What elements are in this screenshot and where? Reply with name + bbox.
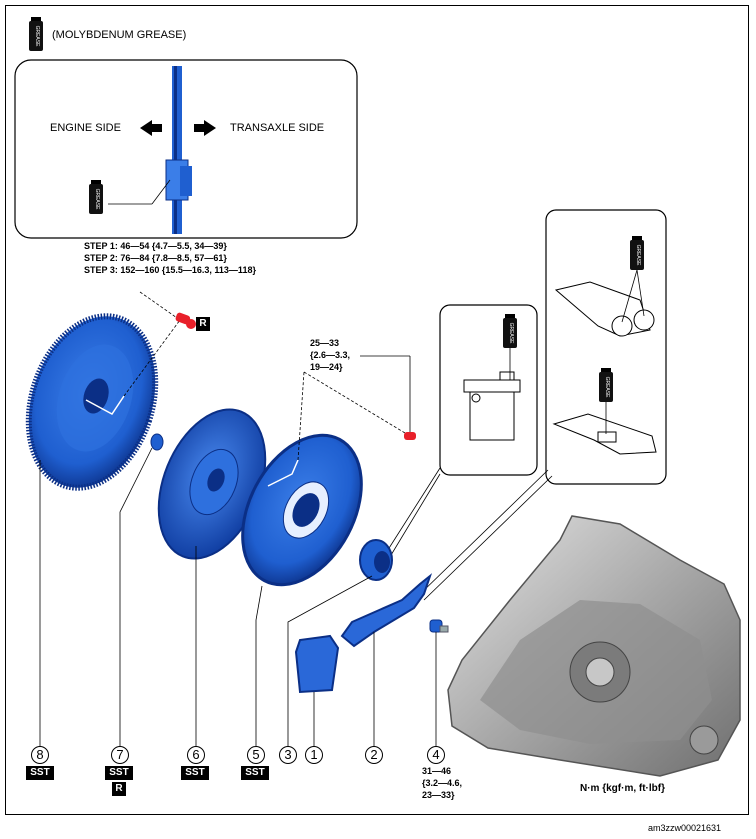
sst-tag: SST: [241, 766, 269, 780]
flywheel-bolt-torque: STEP 1: 46—54 {4.7—5.5, 34—39} STEP 2: 7…: [84, 240, 256, 276]
replace-tag-bolt: R: [196, 317, 210, 331]
torque-line: 25—33: [310, 338, 340, 348]
torque-line: 23—33}: [422, 790, 455, 800]
release-bearing-part-3: [359, 539, 393, 581]
sst-tag: SST: [181, 766, 209, 780]
clutch-cover-bolt: [404, 432, 416, 440]
torque-line: 31—46: [422, 766, 452, 776]
pivot-torque: 31—46 {3.2—4.6, 23—33}: [422, 765, 462, 801]
leader-7: [119, 447, 153, 746]
flywheel-part-8: [25, 313, 159, 491]
inset-release-fork: [545, 209, 667, 485]
sst-tag: SST: [26, 766, 54, 780]
arrow-right-icon: [194, 120, 216, 136]
sst-tag: SST: [105, 766, 133, 780]
part-number-5: 5: [247, 746, 265, 764]
grease-can-icon: [29, 17, 43, 51]
clutch-cover-bolt-torque: 25—33 {2.6—3.3, 19—24}: [310, 337, 350, 373]
arrow-left-icon: [140, 120, 162, 136]
part-number-3: 3: [279, 746, 297, 764]
inset-release-bearing: [439, 304, 538, 476]
legend-grease-label: (MOLYBDENUM GREASE): [52, 29, 187, 41]
inset-clutch-disc-spline: [14, 59, 358, 239]
part-number-6: 6: [187, 746, 205, 764]
part-number-4: 4: [427, 746, 445, 764]
boot-part-1: [294, 634, 340, 694]
clutch-disc-part-6: [157, 408, 267, 560]
torque-step-3: STEP 3: 152—160 {15.5—16.3, 113—118}: [84, 265, 256, 275]
leader-5: [255, 585, 263, 746]
torque-line: {3.2—4.6,: [422, 778, 463, 788]
torque-step-1: STEP 1: 46—54 {4.7—5.5, 34—39}: [84, 241, 227, 251]
leader-3: [287, 575, 373, 746]
part-number-7: 7: [111, 746, 129, 764]
torque-units: N·m {kgf·m, ft·lbf}: [580, 783, 665, 794]
engine-side-label: ENGINE SIDE: [50, 122, 121, 134]
release-fork-part-2: [340, 573, 433, 648]
clutch-cover-part-5: [241, 433, 363, 587]
torque-step-2: STEP 2: 76—84 {7.8—8.5, 57—61}: [84, 253, 227, 263]
part-number-1: 1: [305, 746, 323, 764]
replace-tag: R: [112, 782, 126, 796]
document-id: am3zzw00021631: [648, 823, 722, 833]
part-number-2: 2: [365, 746, 383, 764]
transaxle-side-label: TRANSAXLE SIDE: [230, 122, 325, 134]
flywheel-bolt: [175, 312, 196, 329]
part-number-8: 8: [31, 746, 49, 764]
torque-line: {2.6—3.3,: [310, 350, 351, 360]
pilot-bearing-part-7: [150, 433, 164, 451]
transaxle-housing: [447, 515, 741, 777]
diagram-frame: [5, 5, 749, 815]
torque-line: 19—24}: [310, 362, 343, 372]
release-fork-pivot-part-4: [429, 619, 449, 633]
